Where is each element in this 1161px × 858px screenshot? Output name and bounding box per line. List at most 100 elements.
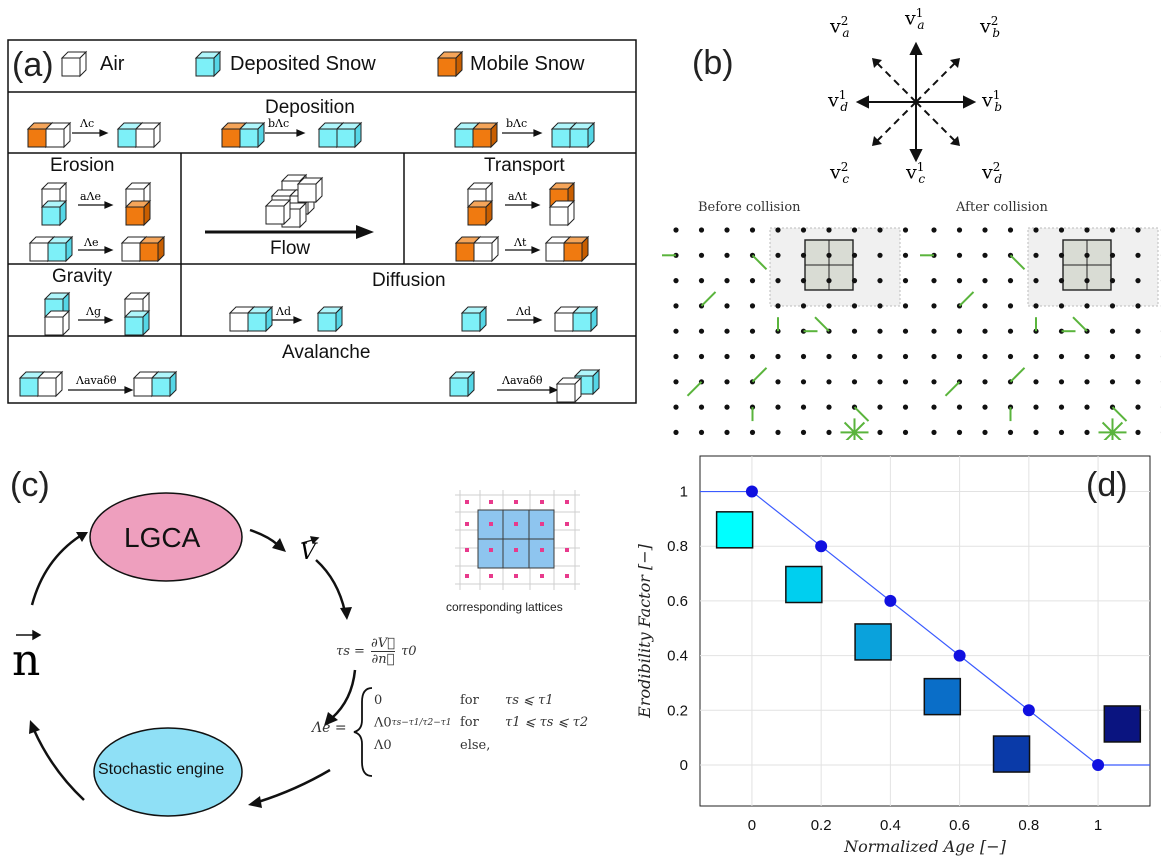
lattice-node	[1135, 429, 1141, 435]
data-square	[715, 511, 754, 549]
lattice-node	[673, 353, 679, 360]
panel-b-label: (b)	[692, 44, 734, 82]
label-va2: v2a	[830, 14, 850, 41]
lattice-node	[749, 303, 756, 309]
lattice-node	[673, 227, 679, 233]
data-square	[785, 565, 823, 604]
lattice-node	[1007, 227, 1014, 233]
lattice-node	[1135, 227, 1141, 233]
lattice-node	[902, 252, 909, 258]
after-collision-label: After collision	[956, 200, 1048, 215]
lattice-node	[673, 379, 679, 385]
tau-tail: τ0	[401, 644, 417, 659]
y-tick-label: 0.8	[667, 538, 688, 555]
lattice-node	[902, 303, 909, 309]
transport-rate-2: Λt	[514, 236, 527, 249]
velocity-arrow	[853, 406, 870, 422]
lattice-node	[877, 252, 883, 258]
lattice-node	[956, 353, 963, 360]
deposition-rate-1: Λc	[80, 117, 95, 130]
lattice-node	[982, 278, 988, 284]
lattice-node	[826, 252, 832, 258]
rest-particle-arrow	[843, 421, 856, 434]
panel-a-label: (a)	[12, 46, 54, 84]
lattice-node	[775, 404, 781, 410]
lattice-node	[826, 379, 832, 385]
lattice-node	[826, 278, 832, 284]
lattice-node	[826, 353, 832, 360]
rest-particle-arrow	[853, 421, 866, 434]
lattice-node	[1109, 252, 1116, 258]
velocity-arrow	[751, 367, 768, 383]
lattice-node	[1084, 429, 1090, 435]
lattice-grid	[920, 227, 1161, 440]
lattice-node	[775, 252, 781, 258]
lattice-node	[724, 429, 730, 435]
lattice-node	[826, 227, 832, 233]
x-tick-label: 0.4	[880, 817, 901, 834]
lattice-node	[749, 278, 756, 284]
lattice-node	[931, 353, 937, 360]
lattice-node	[775, 227, 781, 233]
lattice-node	[673, 429, 679, 435]
diffusion-rate-2: Λd	[516, 305, 531, 318]
lattice-node	[1109, 278, 1116, 284]
lattice-node	[800, 252, 807, 258]
lattice-node	[1135, 252, 1141, 258]
lattice-node	[1007, 429, 1014, 435]
lattice-node	[902, 227, 909, 233]
lattice-node	[724, 227, 730, 233]
lattice-node	[749, 429, 756, 435]
lattice-node	[1058, 353, 1065, 360]
rest-particle-arrow	[1111, 421, 1124, 434]
lattice-node	[1109, 379, 1116, 385]
lattice-node	[1033, 328, 1039, 334]
engine-label: Stochastic engine	[98, 761, 225, 778]
lattice-node	[931, 404, 937, 410]
lattice-node	[851, 252, 858, 258]
rest-particle-arrow	[853, 431, 864, 440]
avalanche-rate-1: Λavaδθ	[76, 374, 117, 387]
lattice-node	[851, 227, 858, 233]
collision-lattices	[662, 227, 1161, 440]
lattice-node	[956, 252, 963, 258]
y-axis-label: Erodibility Factor [−]	[635, 543, 654, 718]
lattice-node	[724, 379, 730, 385]
lattice-node	[982, 303, 988, 309]
velocity-arrow	[958, 291, 975, 307]
lgca-label: LGCA	[124, 522, 201, 553]
lattice-node	[826, 429, 832, 435]
cycle-diagram	[16, 490, 580, 817]
lattice-node	[1109, 303, 1116, 309]
lattice-node	[698, 429, 705, 435]
lattice-node	[1084, 404, 1090, 410]
lattice-node	[1033, 278, 1039, 284]
data-point	[1092, 758, 1105, 771]
lattice-node	[673, 404, 679, 410]
lattice-node	[1109, 227, 1116, 233]
label-vc2: v2c	[830, 160, 850, 187]
x-tick-label: 1	[1094, 817, 1102, 834]
lattice-node	[1033, 303, 1039, 309]
lattice-node	[956, 404, 963, 410]
tau-fraction: ∂V⃗∂n⃗	[371, 636, 395, 667]
lattice-node	[982, 429, 988, 435]
legend-air: Air	[100, 53, 125, 75]
lattice-node	[931, 278, 937, 284]
lattice-node	[1135, 328, 1141, 334]
label-va1: v1a	[905, 6, 925, 33]
label-vd2: v2d	[982, 160, 1003, 187]
lattice-node	[931, 379, 937, 385]
deposition-title: Deposition	[265, 97, 355, 118]
panel-c: (c)	[0, 440, 640, 858]
lattice-node	[1084, 353, 1090, 360]
lattice-node	[1033, 404, 1039, 410]
lattice-node	[1058, 303, 1065, 309]
lattice-node	[956, 328, 963, 334]
lattice-node	[851, 278, 858, 284]
lattice-node	[851, 328, 858, 334]
erosion-rate-2: Λe	[84, 236, 99, 249]
lattice-node	[1084, 303, 1090, 309]
lattice-node	[1007, 278, 1014, 284]
